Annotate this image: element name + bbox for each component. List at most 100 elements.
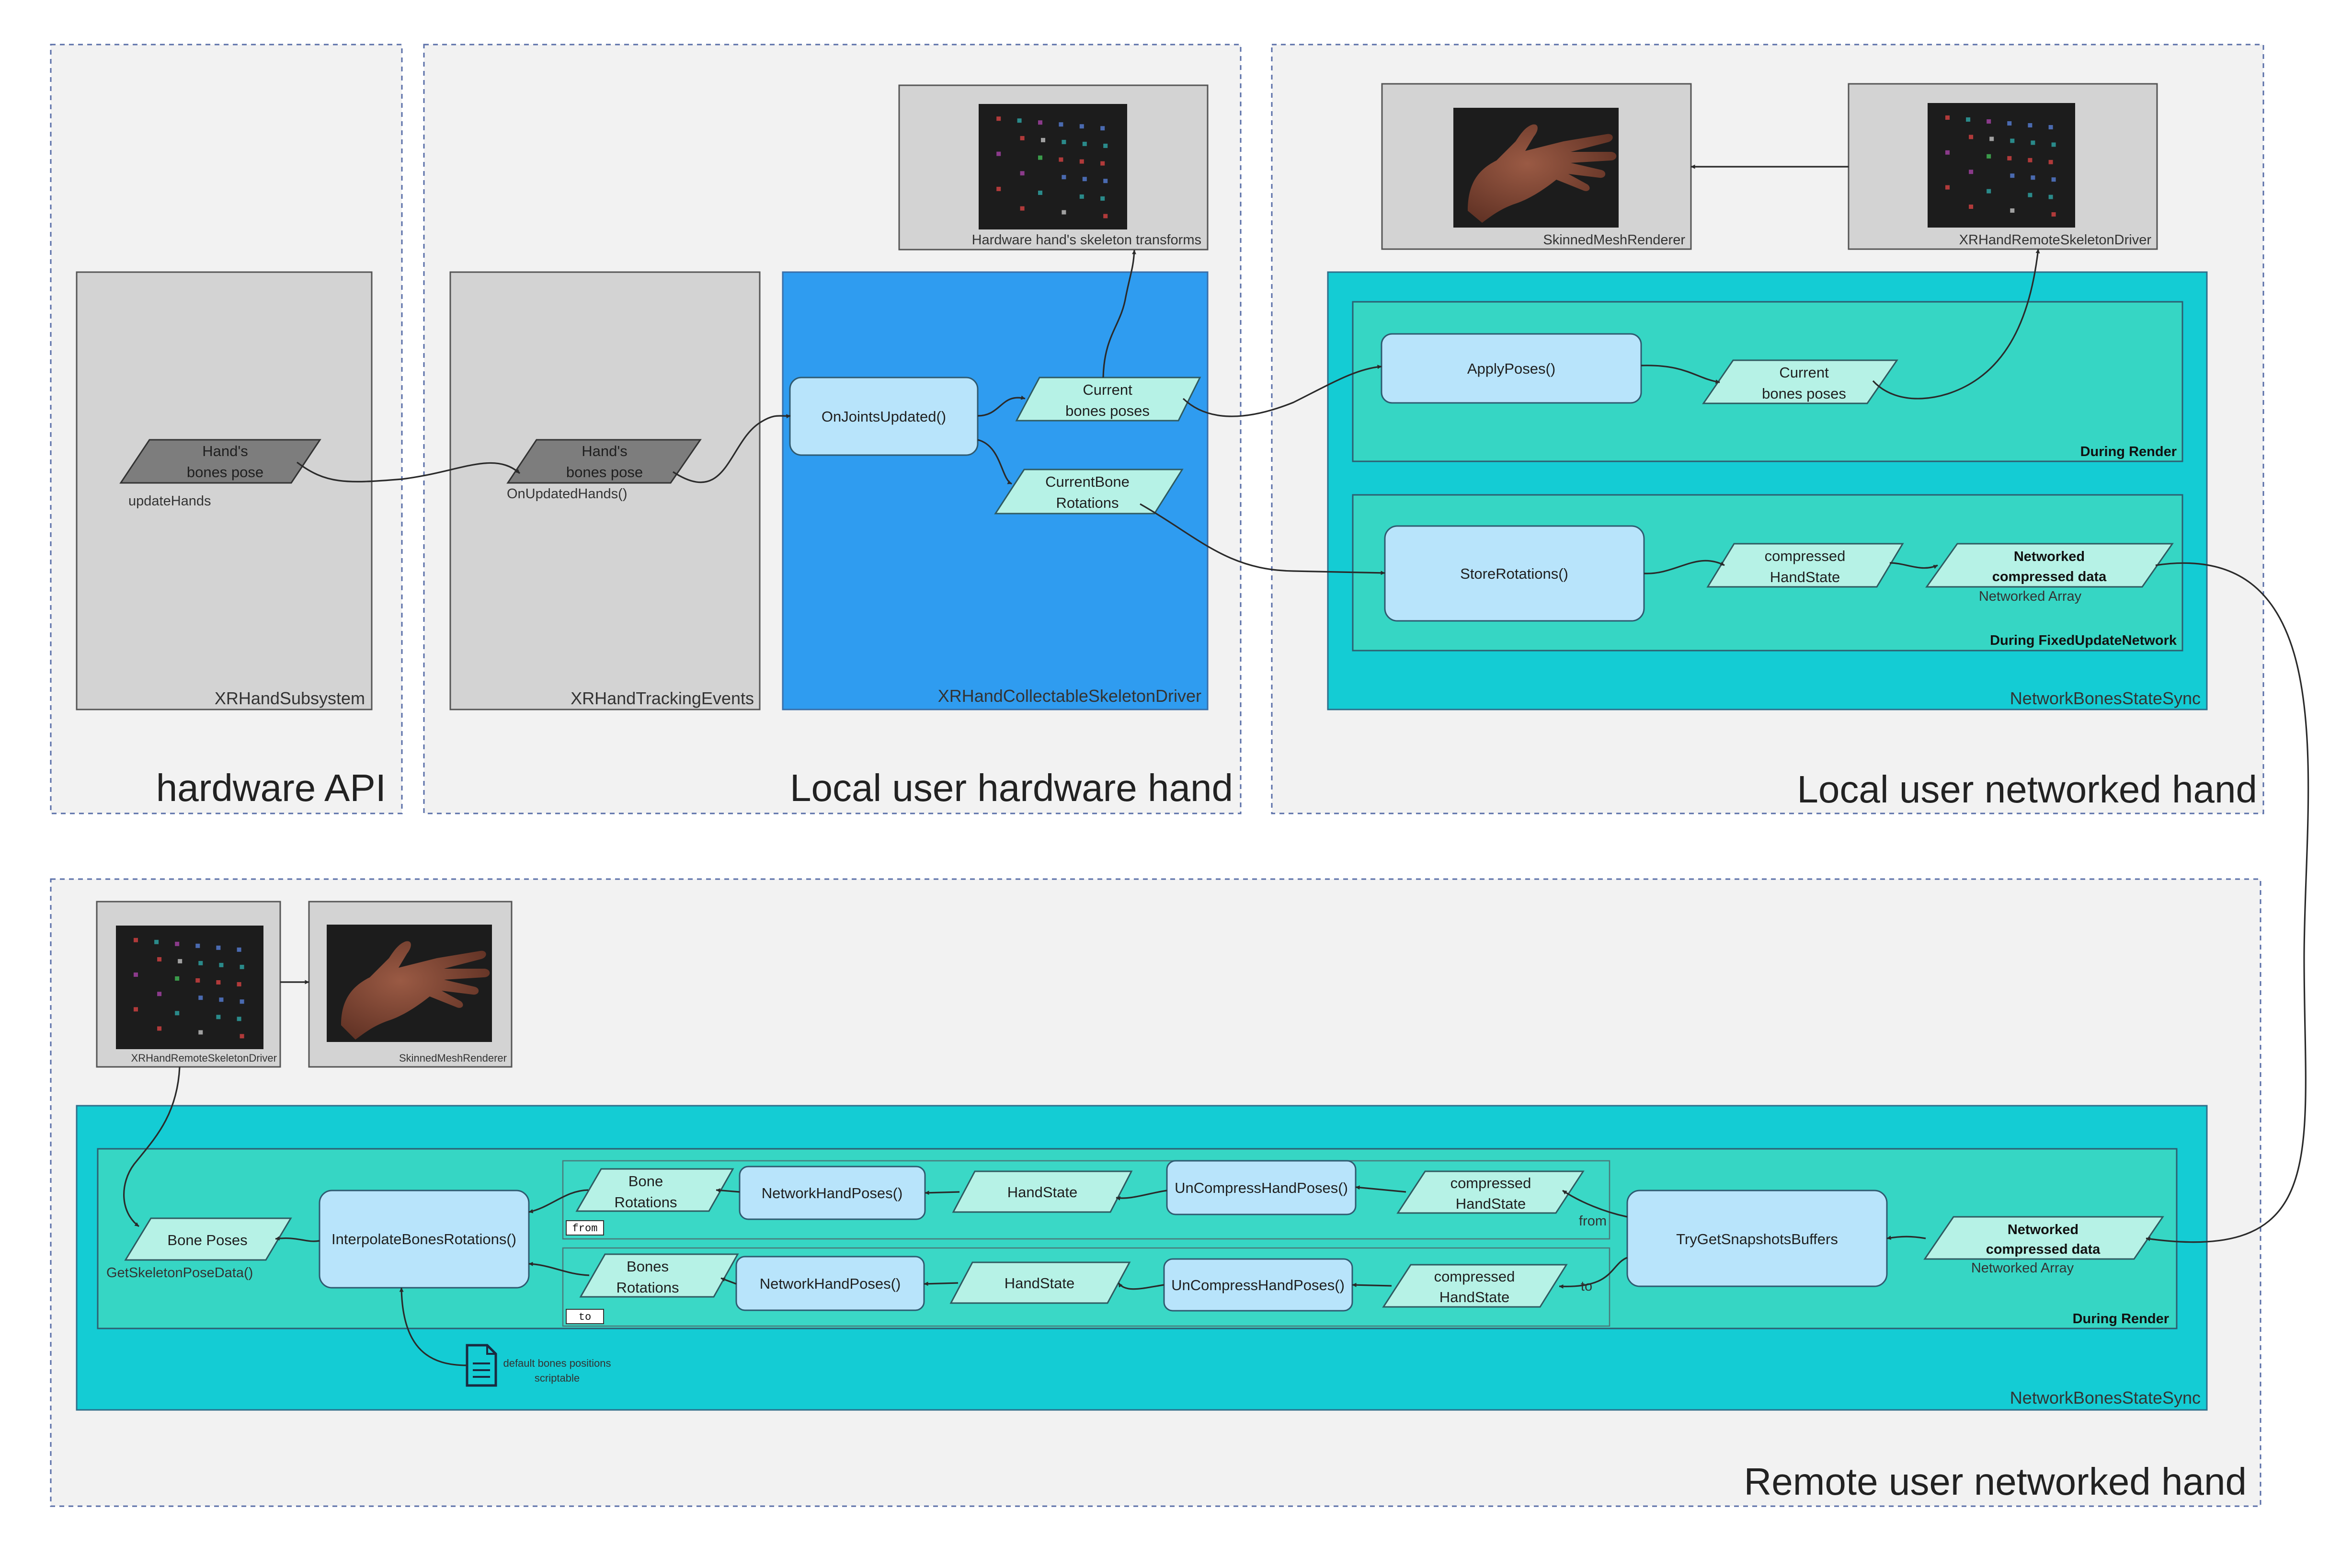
skeleton-joint [1969, 135, 1974, 139]
node-label-line: Hand's [202, 443, 248, 459]
skeleton-joint [2051, 212, 2056, 217]
bone-rotations-from-node: Bone Rotations [575, 1168, 734, 1212]
skeleton-joint [1100, 161, 1105, 166]
node-label-line: Current [1779, 364, 1829, 381]
skeleton-joint [2051, 177, 2056, 182]
method-label: UnCompressHandPoses() [1175, 1179, 1348, 1196]
skeleton-transforms-image [1945, 115, 2056, 217]
node-label-line: CurrentBone [1045, 473, 1130, 490]
skeleton-joint [1987, 189, 1991, 194]
node-label-line: Rotations [617, 1279, 679, 1296]
skeleton-joint [240, 1034, 244, 1039]
region-title: hardware API [156, 767, 386, 809]
node-label-line: Rotations [1056, 494, 1119, 511]
edge-bonerotations-from-to-interpolate [528, 1189, 589, 1213]
skeleton-joint [219, 962, 224, 967]
node-label-line: HandState [1456, 1195, 1526, 1212]
skeleton-joint [134, 938, 138, 942]
skeleton-joint [195, 943, 200, 948]
skeleton-joint [1989, 137, 1994, 141]
region-title: Remote user networked hand [1744, 1460, 2247, 1503]
group-label: During FixedUpdateNetwork [1990, 633, 2177, 648]
edge-defaults-to-interpolate [399, 1287, 468, 1366]
skeleton-joint [1945, 150, 1950, 155]
from-tag: from [566, 1220, 604, 1236]
skeleton-joint [1038, 190, 1042, 195]
network-hand-poses-to-method: NetworkHandPoses() [735, 1256, 925, 1311]
component-label: NetworkBonesStateSync [2010, 1388, 2201, 1408]
edge-handstate-to-networkposes-to [924, 1282, 959, 1286]
skeleton-joint [198, 996, 203, 1000]
preview-caption: SkinnedMeshRenderer [399, 1052, 507, 1064]
node-label: HandState [1007, 1184, 1078, 1201]
edge-compressedto-to-uncompress [1352, 1282, 1392, 1287]
node-label-line: Networked [2008, 1222, 2078, 1237]
component-label: XRHandCollectableSkeletonDriver [938, 686, 1201, 706]
skeleton-joint [198, 961, 203, 965]
preview-hardware-skeleton: Hardware hand's skeleton transforms [898, 84, 1209, 251]
group-label: During Render [2080, 444, 2177, 459]
skeleton-joint [1987, 154, 1991, 159]
skeleton-joint [1082, 141, 1087, 146]
networked-compressed-local-node: Networked compressed data [1925, 543, 2174, 588]
region-title: Local user networked hand [1797, 768, 2257, 811]
get-skeleton-pose-data-label: GetSkeletonPoseData() [106, 1265, 253, 1281]
node-label-line: compressed [1434, 1268, 1515, 1285]
to-tag: to [566, 1309, 604, 1324]
networked-array-label: Networked Array [1979, 589, 2082, 604]
skeleton-joint [1062, 139, 1066, 144]
preview-caption: XRHandRemoteSkeletonDriver [131, 1052, 277, 1064]
compressed-handstate-local-node: compressed HandState [1706, 543, 1904, 588]
node-label-line: Networked [2014, 549, 2085, 564]
edge-snapshots-to-compressed-to [1559, 1257, 1628, 1289]
node-label-line: Current [1083, 381, 1132, 398]
preview-remote-driver-local: XRHandRemoteSkeletonDriver [1848, 83, 2158, 250]
group-label: During Render [2073, 1311, 2169, 1327]
skeleton-joint [1100, 196, 1105, 201]
skeleton-joint [154, 939, 159, 944]
skeleton-joint [219, 997, 224, 1002]
node-label-line: compressed data [1992, 569, 2107, 584]
current-bones-poses-node-1: Current bones poses [1015, 377, 1201, 422]
interpolate-bones-rotations-method: InterpolateBonesRotations() [319, 1190, 530, 1289]
preview-skinned-mesh-local: SkinnedMeshRenderer [1381, 83, 1692, 250]
skeleton-joint [216, 1015, 221, 1019]
edge-subsystem-to-tracking [297, 461, 521, 482]
skeleton-joint [1966, 117, 1971, 122]
method-label: NetworkHandPoses() [760, 1275, 901, 1292]
uncompress-from-method: UnCompressHandPoses() [1166, 1160, 1357, 1215]
preview-caption: SkinnedMeshRenderer [1543, 232, 1685, 248]
skeleton-joint [1987, 119, 1991, 124]
bones-rotations-to-node: Bones Rotations [579, 1253, 739, 1298]
method-label: StoreRotations() [1460, 565, 1568, 582]
edge-interpolate-to-boneposes [275, 1236, 320, 1242]
skeleton-joint [237, 947, 241, 952]
skeleton-joint [1059, 157, 1063, 162]
skeleton-joint [1945, 185, 1950, 190]
try-get-snapshots-buffers-method: TryGetSnapshotsBuffers [1626, 1190, 1888, 1287]
node-label-line: bones poses [1762, 385, 1846, 402]
node-label-line: Bone [628, 1173, 663, 1190]
skeleton-joint [1020, 171, 1025, 176]
skeleton-joint [1062, 175, 1066, 180]
skeleton-joint [237, 1017, 241, 1021]
edge-snapshots-to-compressed-from [1562, 1190, 1628, 1218]
default-bones-label-line: scriptable [535, 1372, 580, 1384]
node-label-line: HandState [1770, 569, 1840, 585]
skeleton-joint [216, 945, 221, 950]
skeleton-joint [1082, 177, 1087, 182]
skeleton-joint [1017, 118, 1022, 123]
skeleton-joint [996, 186, 1001, 191]
skeleton-joint [996, 151, 1001, 156]
skeleton-joint [2048, 125, 2053, 129]
tag-label: from [572, 1223, 598, 1235]
method-label: ApplyPoses() [1467, 360, 1555, 377]
apply-poses-method: ApplyPoses() [1381, 333, 1642, 404]
node-label: Bone Poses [167, 1232, 247, 1248]
node-label-line: compressed [1765, 548, 1846, 564]
current-bones-poses-node-2: Current bones poses [1702, 359, 1898, 404]
edge-current-to-skeleton-preview [1102, 250, 1137, 378]
edge-onjoints-to-rotations [977, 439, 1012, 485]
skeleton-joint [1059, 122, 1063, 127]
bone-poses-node: Bone Poses [124, 1217, 292, 1261]
